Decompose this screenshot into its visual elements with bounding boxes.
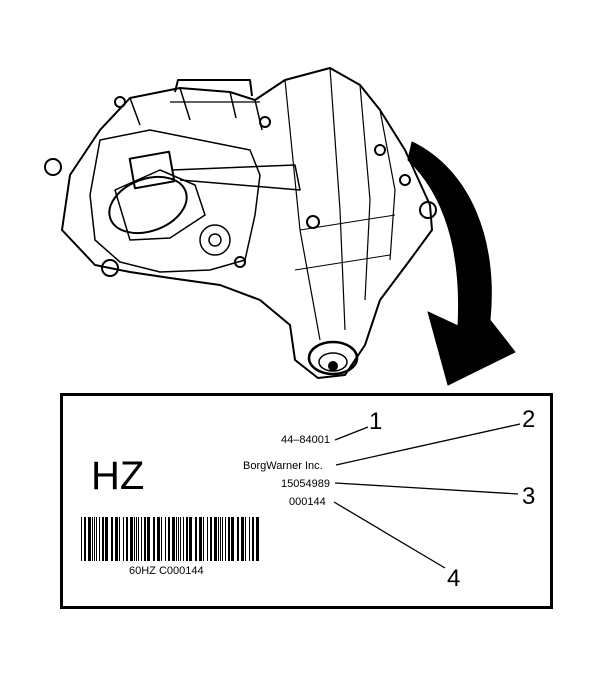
barcode-bar <box>189 517 192 561</box>
housing-outline <box>61 67 433 379</box>
barcode-bar <box>119 517 120 561</box>
barcode-bar <box>180 517 181 561</box>
barcode-bar <box>178 517 179 561</box>
barcode-bar <box>222 517 223 561</box>
barcode-bar <box>130 517 133 561</box>
barcode-bar <box>165 517 166 561</box>
callout-3: 3 <box>522 483 536 510</box>
serial-15: 15054989 <box>281 478 330 490</box>
barcode-bar <box>218 517 219 561</box>
barcode-bar <box>172 517 175 561</box>
barcode-bar <box>102 517 104 561</box>
barcode-bar <box>126 517 128 561</box>
callout-1: 1 <box>369 408 383 435</box>
callout-4: 4 <box>447 565 461 592</box>
barcode-bar <box>136 517 137 561</box>
barcode-bar <box>186 517 188 561</box>
barcode-bar <box>141 517 142 561</box>
barcode-bar <box>147 517 150 561</box>
barcode-bar <box>199 517 202 561</box>
barcode-bar <box>210 517 212 561</box>
barcode-bar <box>153 517 155 561</box>
barcode-text: 60HZ C000144 <box>129 565 204 577</box>
barcode-bar <box>138 517 139 561</box>
barcode-bar <box>92 517 93 561</box>
barcode-bar <box>105 517 108 561</box>
barcode-bar <box>144 517 146 561</box>
barcode-bar <box>161 517 162 561</box>
barcode-bar <box>96 517 97 561</box>
barcode-bar <box>214 517 217 561</box>
serial-short: 000144 <box>289 496 326 508</box>
barcode-bar <box>168 517 170 561</box>
identification-label: HZ 44–84001 BorgWarner Inc. 15054989 000… <box>60 393 553 609</box>
callout-2: 2 <box>522 406 536 433</box>
barcode-bar <box>231 517 234 561</box>
barcode-bar <box>157 517 160 561</box>
barcode-bar <box>111 517 113 561</box>
barcode-bar <box>241 517 244 561</box>
barcode-bar <box>134 517 135 561</box>
barcode-bar <box>237 517 239 561</box>
barcode-bar <box>176 517 177 561</box>
barcode-bar <box>195 517 197 561</box>
rotation-arrow <box>407 141 516 386</box>
barcode-bar <box>228 517 230 561</box>
barcode-bar <box>115 517 118 561</box>
barcode-bar <box>81 517 82 561</box>
barcode-bar <box>203 517 204 561</box>
barcode-bar <box>123 517 124 561</box>
barcode-bar <box>207 517 208 561</box>
barcode-bar <box>252 517 254 561</box>
barcode-bar <box>245 517 246 561</box>
barcode-bar <box>256 517 259 561</box>
barcode-bar <box>99 517 100 561</box>
transfer-case-illustration <box>44 67 516 386</box>
barcode-bar <box>225 517 226 561</box>
barcode-bar <box>84 517 86 561</box>
model-code: HZ <box>91 454 145 498</box>
barcode-bar <box>94 517 95 561</box>
manufacturer: BorgWarner Inc. <box>243 460 323 472</box>
barcode-bar <box>249 517 250 561</box>
barcode-bar <box>220 517 221 561</box>
part-number: 44–84001 <box>281 434 330 446</box>
barcode-bar <box>88 517 91 561</box>
barcode-bar <box>183 517 184 561</box>
barcode <box>81 517 259 561</box>
